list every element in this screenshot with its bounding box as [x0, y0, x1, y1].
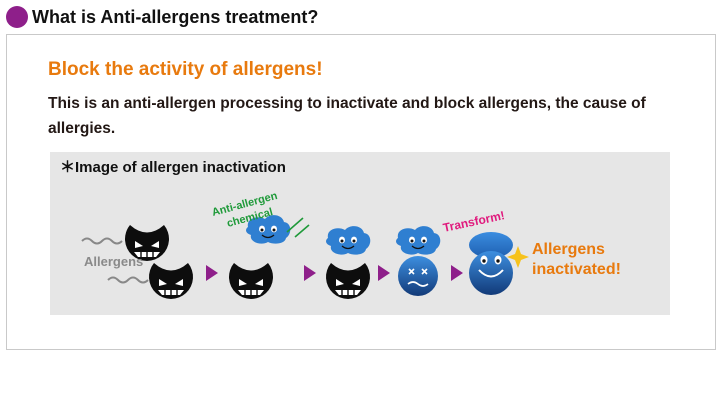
arrow-icon — [304, 265, 316, 281]
result-label-line1: Allergens — [532, 241, 605, 258]
result-label-line2: inactivated! — [532, 261, 621, 278]
wave-line-icon — [107, 276, 149, 284]
allergen-icon — [325, 262, 371, 300]
arrow-icon — [451, 265, 463, 281]
content-panel: Block the activity of allergens! This is… — [6, 34, 716, 350]
wave-line-icon — [81, 237, 123, 245]
bullet-icon — [6, 6, 28, 28]
page-title: What is Anti-allergens treatment? — [32, 6, 319, 27]
arrow-icon — [378, 265, 390, 281]
allergen-inactivation-illustration: ＊Image of allergen inactivation — [50, 152, 670, 315]
allergen-icon — [228, 262, 274, 300]
section-subtitle: Block the activity of allergens! — [48, 59, 323, 80]
sparkle-icon — [507, 246, 529, 268]
anti-allergen-chemical-icon — [325, 225, 371, 256]
inactivated-allergen-icon — [469, 232, 513, 258]
section-header: What is Anti-allergens treatment? — [6, 4, 318, 30]
allergen-icon — [148, 262, 194, 300]
illustration-caption: ＊Image of allergen inactivation — [60, 159, 286, 176]
arrow-icon — [206, 265, 218, 281]
allergens-label: Allergens — [84, 254, 143, 269]
description-text: This is an anti-allergen processing to i… — [48, 95, 646, 137]
transforming-allergen-icon — [398, 256, 438, 296]
illustration-scene: Allergens Anti-allergen chemical — [81, 190, 621, 300]
transform-label: Transform! — [442, 208, 506, 235]
